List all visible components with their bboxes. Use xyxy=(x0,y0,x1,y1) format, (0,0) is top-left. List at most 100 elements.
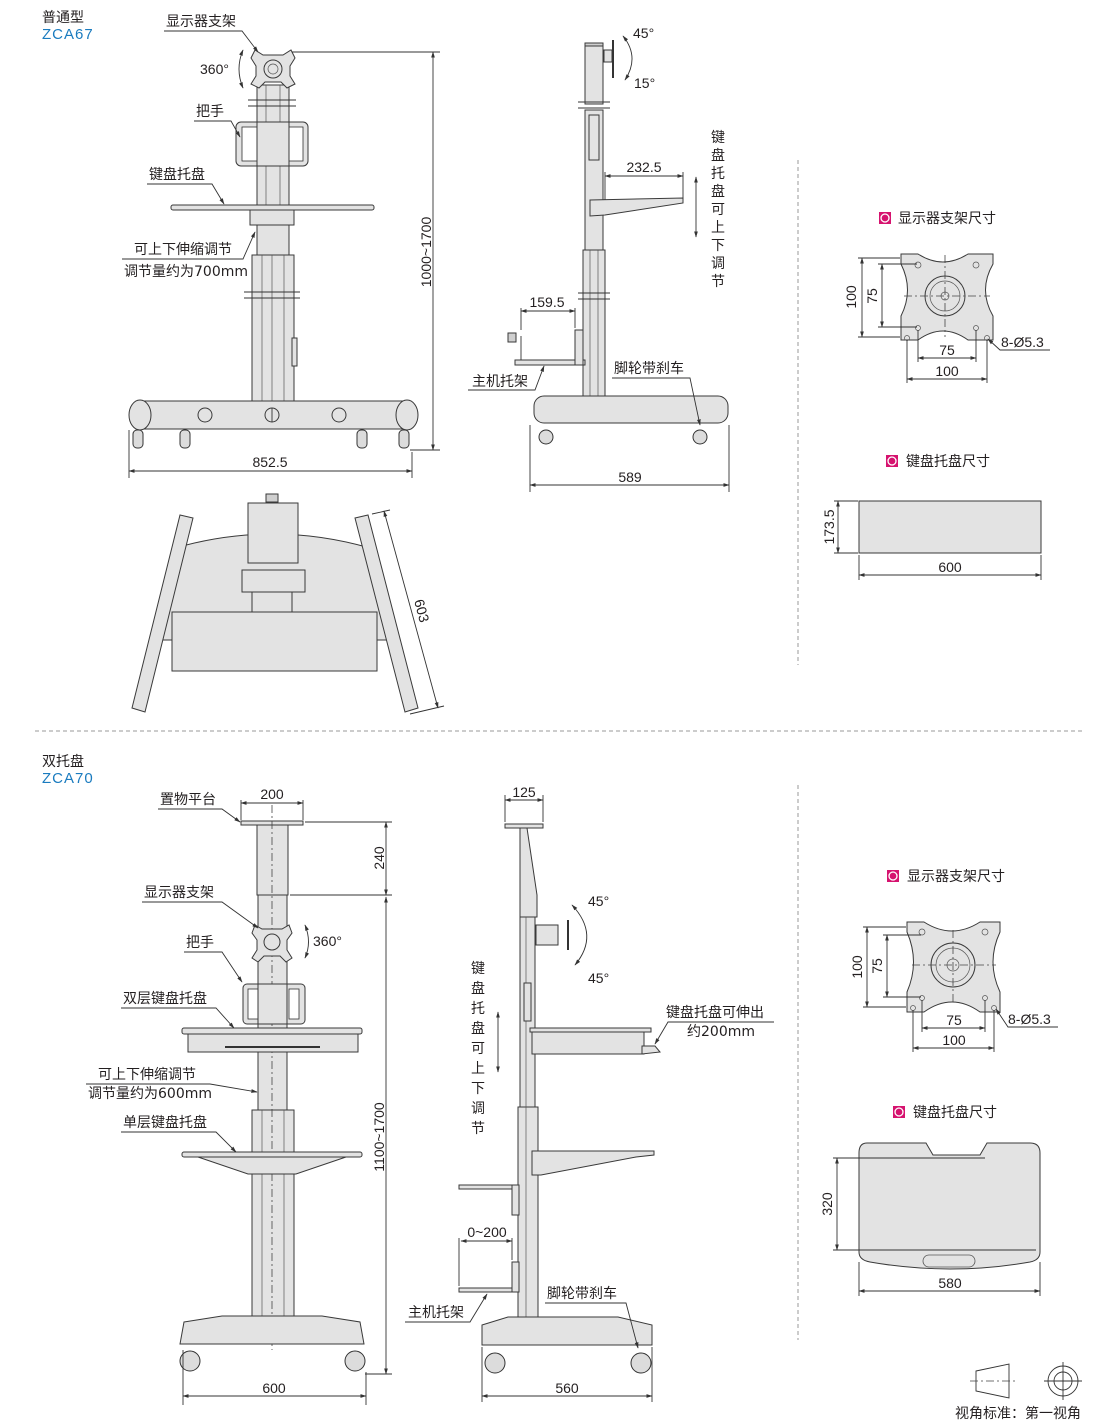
tray-bracket xyxy=(589,197,684,217)
zca70-front-view: 200 240 1100~1700 600 置物平台 显示器支架 360° 把手… xyxy=(86,786,392,1405)
zca67-front-view: 1000~1700 852.5 显示器支架 360° 把手 键盘托盘 可上下伸缩… xyxy=(122,14,440,478)
label-telescopic-2-1: 可上下伸缩调节 xyxy=(98,1067,196,1083)
side-column-lower xyxy=(582,249,606,401)
label-keyboard-tray: 键盘托盘 xyxy=(149,166,205,183)
detail-mount-inner-v-2: 75 xyxy=(869,958,885,974)
svg-text:节: 节 xyxy=(711,274,725,290)
label-rotation: 360° xyxy=(200,61,229,77)
slider-block xyxy=(588,114,600,161)
detail-mount-outer-v: 100 xyxy=(843,285,859,309)
detail-tray-title: 键盘托盘尺寸 xyxy=(906,453,990,470)
dim-host-depth: 159.5 xyxy=(529,294,564,310)
column-top xyxy=(256,824,289,896)
label-caster-brake-2: 脚轮带刹车 xyxy=(547,1285,617,1302)
svg-text:调: 调 xyxy=(711,256,725,272)
label-rotation-2: 360° xyxy=(313,933,342,949)
side-base-2 xyxy=(481,1316,653,1346)
casters xyxy=(132,429,410,449)
svg-text:托: 托 xyxy=(711,166,725,182)
column-lower-2 xyxy=(251,1109,295,1319)
svg-text:下: 下 xyxy=(471,1081,485,1097)
svg-text:上: 上 xyxy=(471,1061,485,1077)
detail-tray-title-2: 键盘托盘尺寸 xyxy=(913,1104,997,1121)
mount-hub xyxy=(263,59,283,79)
label-tilt-up: 45° xyxy=(633,25,654,41)
zca67-side-view: 45° 15° 232.5 键 盘 托 盘 可 上 下 调 节 159.5 主机… xyxy=(468,25,730,492)
label-telescopic-1: 可上下伸缩调节 xyxy=(134,242,232,258)
side-keyboard-tray xyxy=(529,1027,652,1033)
label-telescopic-2-2: 调节量约为600mm xyxy=(88,1086,212,1102)
dim-tray-depth: 232.5 xyxy=(626,159,661,175)
label-tray-adjust-2: 键 盘 托 盘 可 上 下 调 节 xyxy=(471,961,485,1137)
label-tilt-down-2: 45° xyxy=(588,970,609,986)
label-monitor-mount: 显示器支架 xyxy=(166,14,236,30)
label-tilt-up-2: 45° xyxy=(588,893,609,909)
keyboard-tray xyxy=(170,204,375,211)
detail-tray-width: 600 xyxy=(938,559,962,575)
svg-text:可: 可 xyxy=(471,1041,485,1057)
detail-mount-outer-h: 100 xyxy=(935,363,959,379)
label-caster-brake: 脚轮带刹车 xyxy=(614,360,684,377)
tray-detail-rect xyxy=(858,500,1042,554)
label-monitor-mount-2: 显示器支架 xyxy=(144,885,214,901)
side-platform xyxy=(504,823,544,829)
svg-text:盘: 盘 xyxy=(711,147,725,164)
zca70-detail-mount: 显示器支架尺寸 100 75 75 100 8-Ø5.3 xyxy=(849,869,1058,1052)
projection-label: 视角标准：第一视角 xyxy=(955,1405,1081,1422)
single-tray xyxy=(181,1151,363,1158)
svg-text:上: 上 xyxy=(711,220,725,236)
dim-depth: 589 xyxy=(618,469,642,485)
base-end-right xyxy=(395,399,419,431)
dim-platform-width: 200 xyxy=(260,786,284,802)
tray-clamp xyxy=(249,209,295,226)
label-single-tray: 单层键盘托盘 xyxy=(123,1114,207,1131)
host-box-top xyxy=(247,502,299,564)
detail-tray-height: 173.5 xyxy=(821,509,837,544)
detail-mount-title: 显示器支架尺寸 xyxy=(898,211,996,227)
double-tray-top xyxy=(181,1027,363,1035)
dim-leg-length: 603 xyxy=(411,597,433,624)
label-tray-adjust: 键 盘 托 盘 可 上 下 调 节 xyxy=(711,130,725,290)
dim-height: 1000~1700 xyxy=(418,217,434,288)
section-1-header: 普通型 ZCA67 xyxy=(42,10,94,43)
dim-platform-depth: 125 xyxy=(512,784,536,800)
detail-tray-width-2: 580 xyxy=(938,1275,962,1291)
label-telescopic-2: 调节量约为700mm xyxy=(124,264,248,280)
host-bracket xyxy=(514,359,586,366)
base-2 xyxy=(179,1315,365,1345)
label-double-tray: 双层键盘托盘 xyxy=(123,990,207,1007)
svg-text:键: 键 xyxy=(471,961,485,977)
svg-text:节: 节 xyxy=(471,1121,485,1137)
label-handle-2: 把手 xyxy=(186,935,214,951)
dim-depth-2: 560 xyxy=(555,1380,579,1396)
detail-mount-inner-h-2: 75 xyxy=(946,1012,962,1028)
base-end-left xyxy=(128,399,152,431)
side-column-lower-2 xyxy=(517,1106,539,1318)
label-handle: 把手 xyxy=(196,104,224,120)
projection-symbol: 视角标准：第一视角 xyxy=(955,1362,1082,1422)
label-platform: 置物平台 xyxy=(160,792,216,808)
column-lower xyxy=(251,254,295,402)
tray-top-view xyxy=(171,611,378,672)
section-1-model: ZCA67 xyxy=(42,26,94,43)
label-tilt-down: 15° xyxy=(634,75,655,91)
side-bracket xyxy=(291,337,298,367)
side-single-tray xyxy=(531,1150,655,1176)
label-tray-extend-1: 键盘托盘可伸出 xyxy=(666,1004,764,1021)
column-mid xyxy=(256,224,290,256)
section-2-header: 双托盘 ZCA70 xyxy=(42,753,93,787)
svg-text:下: 下 xyxy=(711,238,725,254)
dim-width-2: 600 xyxy=(262,1380,286,1396)
double-tray-drawer xyxy=(187,1033,359,1053)
side-base xyxy=(533,395,729,424)
dim-height-2: 1100~1700 xyxy=(371,1102,387,1172)
svg-text:可: 可 xyxy=(711,202,725,218)
label-host-bracket: 主机托架 xyxy=(472,374,528,390)
tray-grip-slot xyxy=(922,1254,976,1268)
detail-mount-title-2: 显示器支架尺寸 xyxy=(907,869,1005,885)
detail-tray-height-2: 320 xyxy=(819,1192,835,1216)
svg-text:键: 键 xyxy=(711,130,725,146)
detail-mount-holes-2: 8-Ø5.3 xyxy=(1008,1011,1051,1027)
detail-mount-inner-h: 75 xyxy=(939,342,955,358)
